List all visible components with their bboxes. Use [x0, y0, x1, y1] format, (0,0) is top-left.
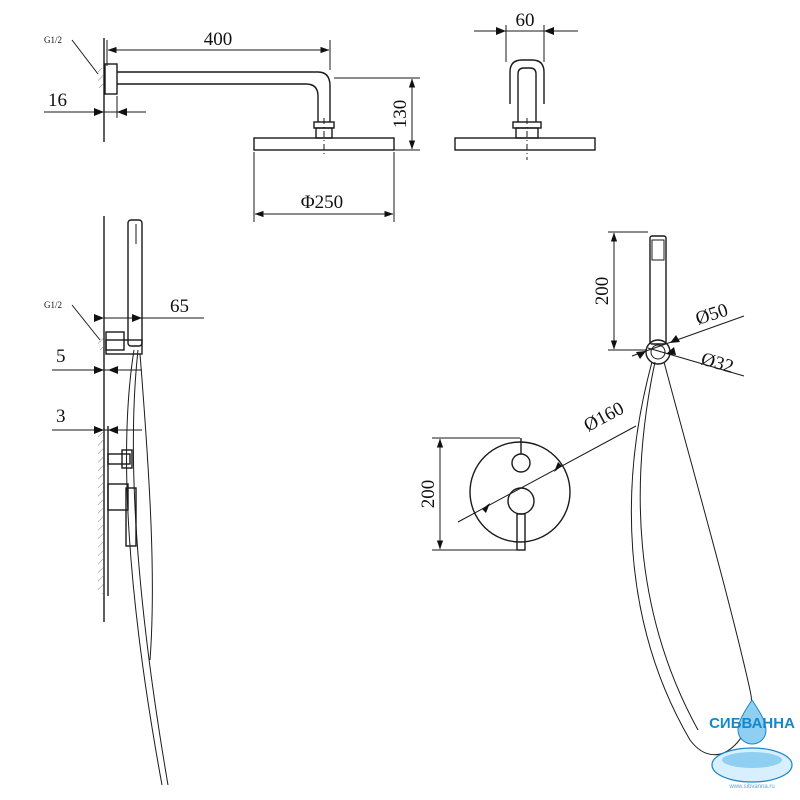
mixer-cover-plate: [469, 441, 571, 543]
mixer-handle-lever: [516, 513, 526, 551]
wall-thread-hatch: [98, 68, 104, 88]
outlet-elbow: [105, 339, 143, 355]
dim-outlet-depth: 5: [56, 346, 66, 367]
dim-arm-drop: 130: [390, 100, 411, 129]
thread-leader-side: [71, 304, 101, 341]
dim-plate-diameter: Ø160: [580, 398, 627, 436]
dim-plate-depth: 3: [56, 406, 66, 427]
mixer-lever: [125, 487, 137, 547]
leader-32: [647, 347, 745, 377]
arrow-5-right: [108, 366, 118, 374]
mixer-handle-hub: [507, 487, 535, 515]
rain-shower-front-view: 400 G1/2 16 130 Φ250: [44, 29, 420, 222]
mixer-knob: [121, 449, 133, 469]
dim-holder-outer: Ø50: [693, 300, 731, 330]
rain-shower-side-view: 60: [454, 10, 596, 160]
arrow-50b: [670, 335, 680, 343]
arrow-160-b: [554, 462, 562, 472]
handheld-side-view: G1/2 65 5 3: [44, 216, 204, 786]
arrow-60-right: [544, 27, 554, 35]
diverter-knob: [511, 453, 531, 473]
thread-label-top: G1/2: [44, 35, 62, 45]
arrow-32: [666, 347, 676, 355]
wall-mixer-hatch: [98, 428, 104, 594]
handheld-front-view: 200 Ø50 Ø32: [592, 231, 752, 756]
hose-left-3: [139, 353, 153, 661]
leader-50: [631, 315, 745, 357]
arrow-50: [636, 351, 646, 359]
dim-plate-height: 200: [418, 480, 439, 509]
arrow-16-left: [94, 108, 104, 116]
arrow-3-left: [94, 426, 104, 434]
hand-shower-body: [127, 219, 143, 347]
hose-left-1: [126, 349, 163, 786]
logo-name: СИБВАННА: [709, 715, 795, 732]
logo-url: www.sibvanna.ru: [728, 784, 774, 790]
hand-shower-front: [649, 235, 667, 345]
hose-front-inner: [639, 361, 699, 731]
hand-shower-nozzles: [651, 239, 665, 261]
dim-handheld-offset: 65: [170, 296, 189, 317]
wall-flange: [104, 63, 118, 95]
holder-ring-inner: [650, 344, 666, 360]
side-arm-inner: [517, 67, 537, 122]
dim-handheld-length: 200: [592, 277, 613, 306]
arrow-3-right: [108, 426, 118, 434]
hose-left-2: [132, 349, 169, 786]
mixer-front-view: Ø160 200: [418, 398, 637, 551]
dim-head-diameter: Φ250: [301, 192, 343, 213]
wall-outlet-hatch: [98, 336, 104, 350]
holder-block: [105, 331, 125, 351]
water-drop-icon: [737, 699, 767, 745]
thread-leader-top: [71, 39, 99, 75]
arrow-160-a: [482, 503, 490, 513]
mixer-lever-base: [107, 483, 129, 511]
mixer-knob-stem: [107, 453, 131, 465]
hose-front-loop: [630, 361, 752, 756]
dim-arm-length: 400: [204, 29, 233, 50]
bathtub-water-icon: [722, 752, 782, 768]
shower-arm-top: [117, 71, 331, 122]
arrow-65-left: [94, 314, 104, 322]
dim-holder-inner: Ø32: [699, 349, 736, 378]
arrow-16-right: [117, 108, 127, 116]
side-shower-head: [454, 137, 596, 151]
arrow-5-left: [94, 366, 104, 374]
shower-arm-bottom: [117, 83, 319, 122]
arrow-65-right: [132, 314, 142, 322]
dim-side-width: 60: [516, 10, 535, 31]
thread-label-side: G1/2: [44, 300, 62, 310]
side-arm-outline: [509, 59, 545, 104]
arrow-60-left: [496, 27, 506, 35]
sibvanna-logo: СИБВАННА www.sibvanna.ru: [709, 699, 795, 790]
dim-flange-depth: 16: [48, 90, 67, 111]
